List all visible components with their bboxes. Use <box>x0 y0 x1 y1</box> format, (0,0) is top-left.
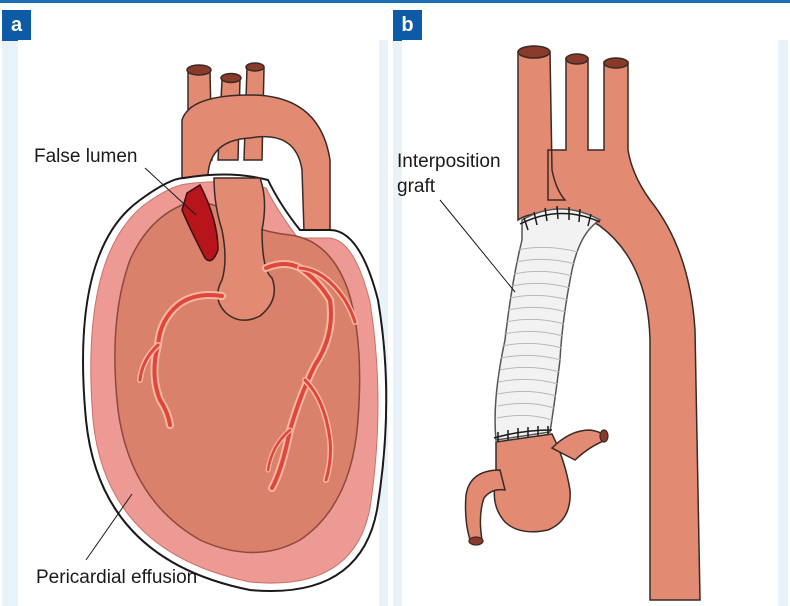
vessel-3-opening <box>246 63 264 71</box>
panel-b-canvas <box>402 40 778 606</box>
label-interposition-graft-line1: Interposition <box>397 151 501 172</box>
vessel-2-opening <box>221 74 241 83</box>
vessel-b-2-opening <box>566 54 588 64</box>
label-interposition-graft-line2: graft <box>397 176 436 197</box>
label-false-lumen: False lumen <box>34 146 138 167</box>
vessel-1-opening <box>187 65 211 75</box>
vessel-b-1-opening <box>518 46 550 58</box>
right-coronary-opening <box>469 537 483 545</box>
label-pericardial-effusion: Pericardial effusion <box>36 567 197 588</box>
vessel-b-3-opening <box>604 58 628 68</box>
left-coronary-opening <box>600 430 608 442</box>
